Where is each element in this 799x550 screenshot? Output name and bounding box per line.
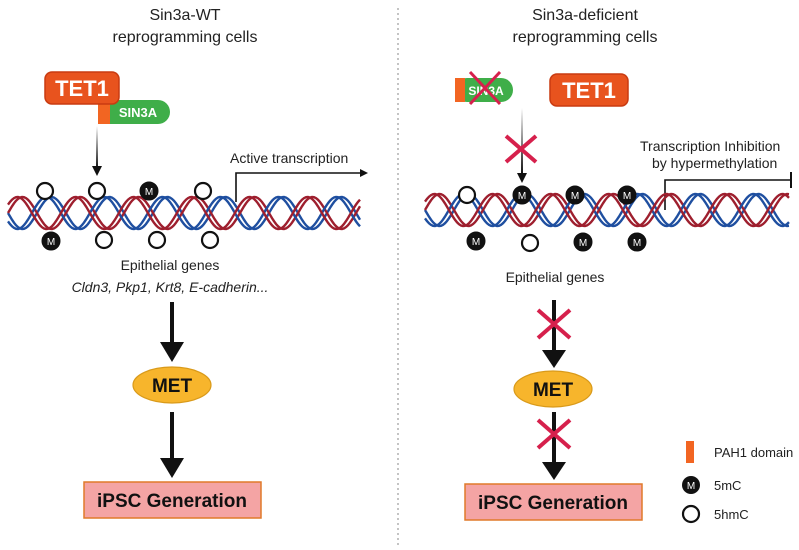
left-5mc-letter-5: M: [47, 237, 55, 248]
right-5mc-letter-7: M: [579, 238, 587, 249]
left-tet1-label: TET1: [55, 76, 109, 101]
legend-pah1-swatch: [686, 441, 694, 463]
left-arrow-to-ipsc-head: [160, 458, 184, 478]
right-recruit-arrow: [521, 108, 523, 174]
legend-5mc-letter: M: [687, 481, 695, 492]
left-pah1-domain: [98, 100, 110, 124]
left-5hmc-mark-1: [35, 181, 55, 201]
right-arrow-to-met-head: [542, 350, 566, 368]
right-5mc-letter-5: M: [472, 237, 480, 248]
left-5hmc-mark-4: [193, 181, 213, 201]
right-pah1-domain: [455, 78, 465, 102]
right-5mc-mark-8: [627, 232, 647, 252]
right-genes-label: Epithelial genes: [506, 269, 605, 285]
right-strand-4: [424, 192, 790, 228]
right-strand-3: [424, 192, 790, 228]
left-strand-3: [7, 195, 361, 231]
left-genes-label: Epithelial genes: [121, 257, 220, 273]
right-5mc-letter-8: M: [633, 238, 641, 249]
left-met-label: MET: [152, 376, 193, 397]
right-met-block-x: [536, 308, 572, 340]
right-inhibition-line2: by hypermethylation: [652, 155, 777, 171]
right-5mc-letter-2: M: [518, 191, 526, 202]
left-ipsc-label: iPSC Generation: [97, 491, 247, 512]
right-5hmc-mark-6: [520, 233, 540, 253]
right-title-line1: Sin3a-deficient: [532, 7, 638, 24]
left-5hmc-mark-8: [200, 230, 220, 250]
right-sin3a-badge-crossed: SIN3A: [455, 70, 513, 106]
right-5mc-mark-3: [565, 185, 585, 205]
right-5mc-mark-4: [617, 185, 637, 205]
left-sin3a-label: SIN3A: [119, 105, 158, 120]
legend-5hmc-icon: [681, 504, 701, 524]
right-inhibition-line1: Transcription Inhibition: [640, 138, 780, 154]
left-sin3a-badge: SIN3A: [98, 100, 170, 124]
right-met-label: MET: [533, 380, 574, 401]
left-strand-2: [6, 195, 362, 231]
left-dna-helix: [6, 195, 362, 231]
right-ipsc-block-x: [536, 418, 572, 450]
right-recruit-arrowhead: [517, 173, 527, 183]
right-5mc-mark-7: [573, 232, 593, 252]
left-panel: Sin3a-WT reprogramming cells SIN3A TET1 …: [6, 7, 368, 519]
right-5mc-mark-5: [466, 231, 486, 251]
left-5hmc-mark-2: [87, 181, 107, 201]
right-5mc-mark-2: [512, 185, 532, 205]
legend: PAH1 domain M 5mC 5hmC: [681, 441, 793, 524]
right-tet1-label: TET1: [562, 78, 616, 103]
right-5mc-letter-4: M: [623, 191, 631, 202]
left-arrow-to-met-head: [160, 342, 184, 362]
left-5mc-mark-5: [41, 231, 61, 251]
left-5hmc-mark-7: [147, 230, 167, 250]
left-5hmc-mark-6: [94, 230, 114, 250]
legend-5mc-icon: [682, 476, 700, 494]
right-arrow-to-ipsc-head: [542, 462, 566, 480]
left-strand-4: [7, 195, 361, 231]
left-met-node: MET: [132, 366, 212, 404]
left-genes-list: Cldn3, Pkp1, Krt8, E-cadherin...: [72, 279, 269, 295]
right-dna-helix: [423, 192, 790, 228]
legend-5mc-label: 5mC: [714, 478, 741, 493]
right-5mc-letter-3: M: [571, 191, 579, 202]
right-sin3a-cross-b: [468, 70, 502, 106]
left-ipsc-box: iPSC Generation: [83, 481, 262, 519]
right-ipsc-box: iPSC Generation: [464, 483, 643, 521]
right-methylation-marks: M M M M M M: [457, 185, 647, 253]
right-title-line2: reprogramming cells: [513, 29, 658, 46]
left-methylation-marks: MM: [35, 181, 220, 251]
right-5hmc-mark-1: [457, 185, 477, 205]
right-recruit-block-x: [504, 134, 538, 164]
left-title-line1: Sin3a-WT: [149, 7, 220, 24]
left-5mc-mark-3: [139, 181, 159, 201]
left-active-transcription-label: Active transcription: [230, 150, 348, 166]
left-recruit-arrow: [96, 126, 98, 168]
left-tet1-badge: TET1: [44, 71, 120, 105]
left-recruit-arrowhead: [92, 166, 102, 176]
right-met-node: MET: [513, 370, 593, 408]
left-active-transcription-arrow: [235, 169, 368, 202]
right-panel: Sin3a-deficient reprogramming cells SIN3…: [423, 7, 792, 521]
left-title-line2: reprogramming cells: [113, 29, 258, 46]
legend-5hmc-label: 5hmC: [714, 507, 749, 522]
right-inhibition-line: [664, 179, 790, 210]
left-5mc-letter-3: M: [145, 187, 153, 198]
right-ipsc-label: iPSC Generation: [478, 493, 628, 514]
right-tet1-badge: TET1: [549, 73, 629, 107]
legend-pah1-label: PAH1 domain: [714, 445, 793, 460]
